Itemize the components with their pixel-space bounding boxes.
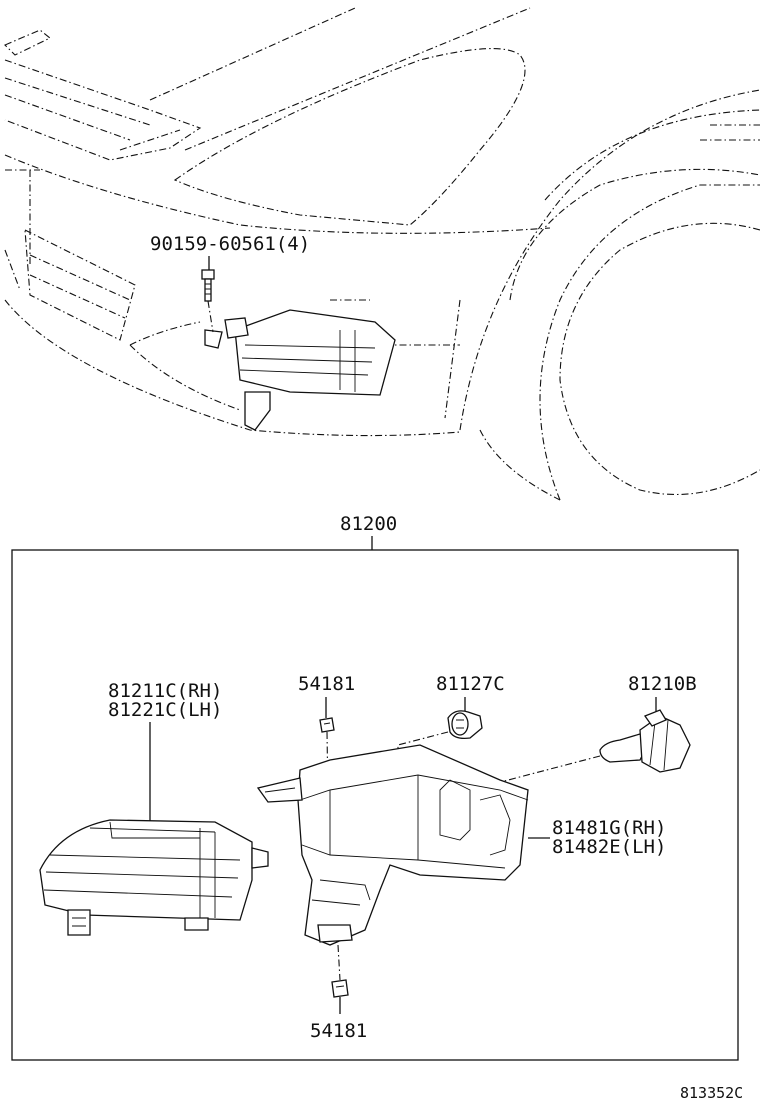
socket-icon: [447, 710, 483, 740]
label-lens-rh: 81211C(RH): [108, 680, 222, 702]
assembly-frame: [11, 549, 739, 1061]
label-bolt: 90159-60561(4): [150, 233, 310, 255]
bolt-icon: [201, 269, 215, 333]
label-clip-top: 54181: [298, 673, 355, 695]
bulb-icon: [599, 709, 691, 773]
label-socket: 81127C: [436, 673, 505, 695]
fog-lamp-installed: [204, 309, 396, 431]
label-bulb: 81210B: [628, 673, 697, 695]
clip-icon-bottom: [331, 979, 349, 998]
label-clip-bottom: 54181: [310, 1020, 367, 1042]
vehicle-body-outline: [4, 7, 760, 501]
label-housing-lh: 81482E(LH): [552, 836, 666, 858]
label-assembly: 81200: [340, 513, 397, 535]
fog-lamp-housing: [256, 744, 529, 946]
clip-icon-top: [319, 717, 335, 733]
figure-id: 813352C: [680, 1084, 743, 1102]
label-lens-lh: 81221C(LH): [108, 699, 222, 721]
fog-lamp-lens: [39, 819, 269, 936]
label-housing-rh: 81481G(RH): [552, 817, 666, 839]
